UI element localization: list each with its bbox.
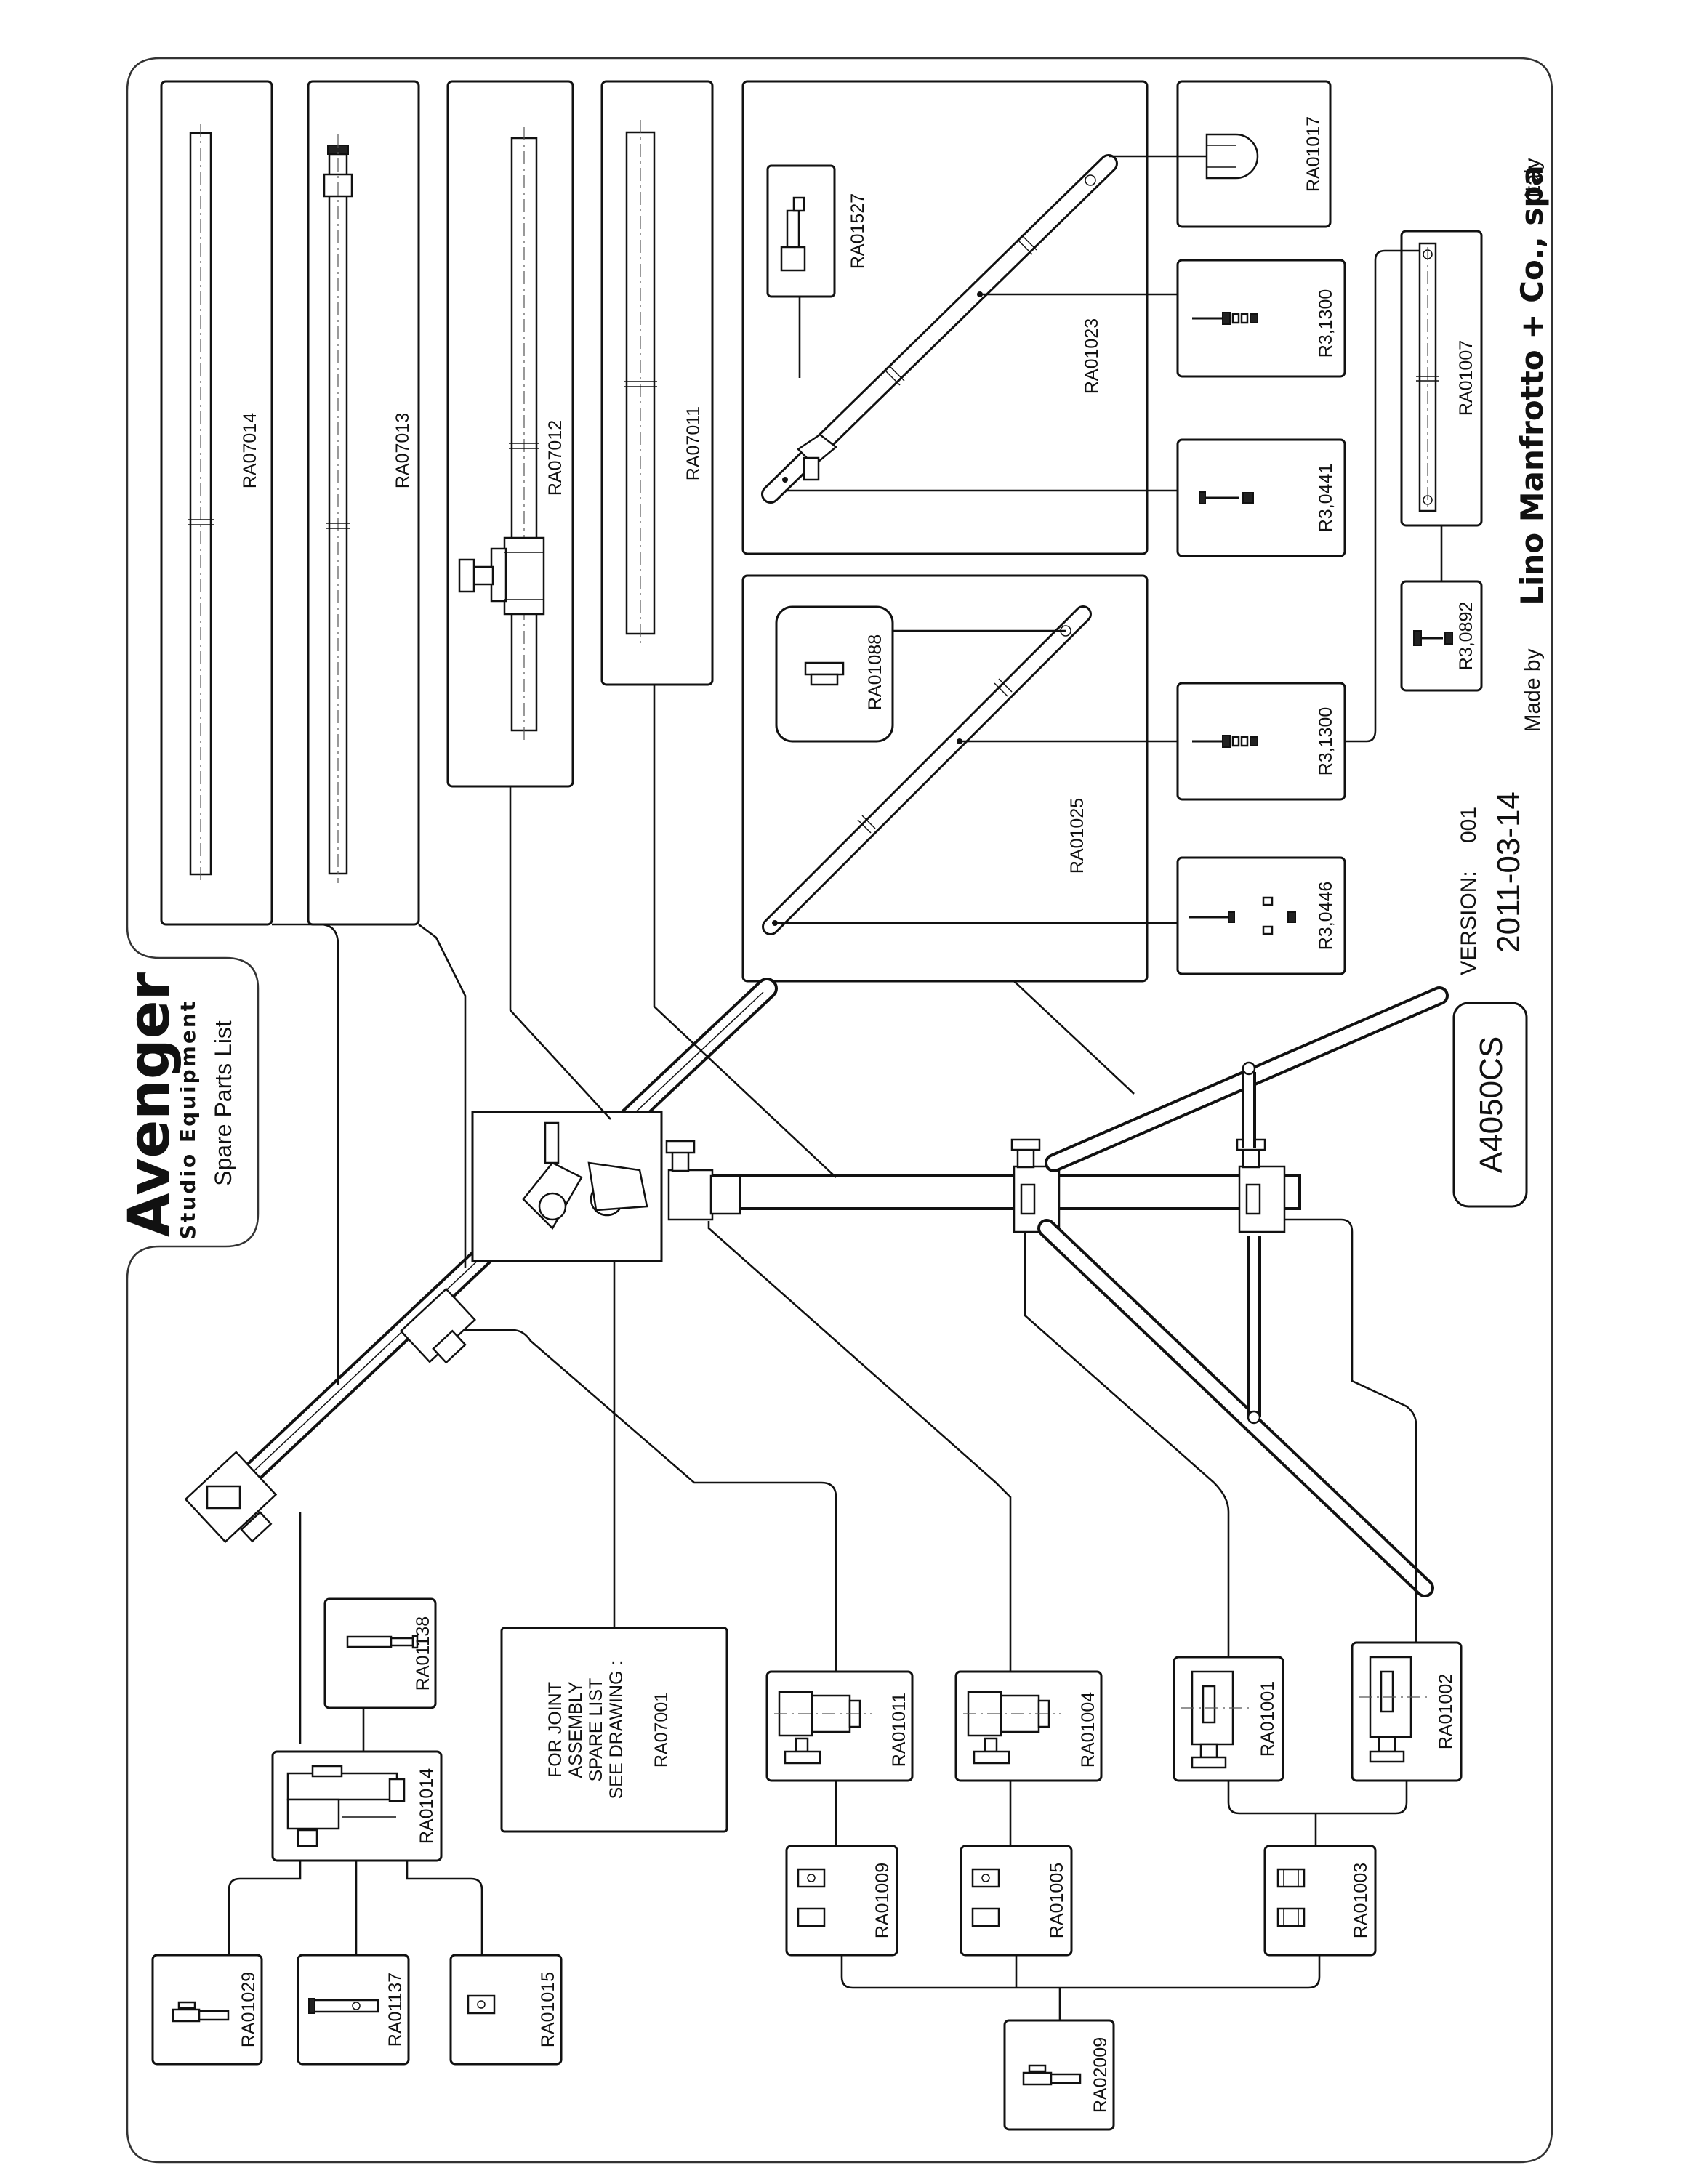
part-label-R3_0892: R3,0892	[1456, 602, 1476, 671]
part-label-RA01527: RA01527	[848, 193, 868, 269]
part-label-RA01138: RA01138	[413, 1616, 433, 1691]
part-label-RA01011: RA01011	[889, 1693, 909, 1767]
model-number: A4050CS	[1473, 1036, 1509, 1173]
part-box-RA01001[interactable]: RA01001	[1173, 1656, 1284, 1782]
part-label-RA01015: RA01015	[538, 1972, 558, 2047]
version-date: 2011-03-14	[1491, 791, 1527, 953]
note-line-2: ASSEMBLY	[566, 1681, 586, 1778]
part-box-R3_0441[interactable]: R3,0441	[1176, 438, 1346, 557]
part-box-RA07014[interactable]: RA07014	[160, 80, 273, 926]
leader-lines-top	[775, 155, 1443, 924]
sub-box-RA01527[interactable]: RA01527	[766, 164, 868, 298]
note-line-1: FOR JOINT	[545, 1682, 566, 1778]
part-label-R3_1300-top: R3,1300	[1316, 289, 1336, 358]
part-label-RA01009: RA01009	[872, 1863, 893, 1938]
version-label: VERSION:	[1457, 871, 1481, 975]
part-box-RA01007[interactable]: RA01007	[1400, 230, 1483, 527]
part-box-RA07013[interactable]: RA07013	[307, 80, 420, 926]
leader-lines-RA01014	[228, 1861, 483, 1955]
note-line-4: SEE DRAWING :	[606, 1661, 627, 1800]
brand-name: Avenger	[117, 972, 182, 1237]
part-label-R3_1300-bottom: R3,1300	[1316, 707, 1336, 776]
model-badge: A4050CS	[1452, 1002, 1528, 1208]
part-box-R3_1300-bottom[interactable]: R3,1300	[1176, 682, 1346, 801]
part-label-RA07013: RA07013	[393, 413, 413, 488]
part-box-RA01029[interactable]: RA01029	[151, 1954, 263, 2066]
part-box-RA01023[interactable]: RA01527 RA01023	[741, 80, 1149, 555]
part-box-R3_0446[interactable]: R3,0446	[1176, 856, 1346, 975]
part-box-RA01025[interactable]: RA01088 RA01025	[741, 574, 1149, 983]
part-label-RA01137: RA01137	[385, 1973, 406, 2047]
part-label-RA01001: RA01001	[1258, 1681, 1278, 1757]
main-assembly	[184, 978, 1449, 1597]
manufacturer-block: Made by Lino Manfrotto + Co., spa Italy	[1514, 158, 1550, 732]
part-box-RA07011[interactable]: RA07011	[600, 80, 714, 686]
part-label-RA01007: RA01007	[1456, 340, 1476, 416]
note-line-3: SPARE LIST	[586, 1678, 606, 1782]
part-box-RA01004[interactable]: RA01004	[954, 1670, 1103, 1782]
part-label-R3_0441: R3,0441	[1316, 464, 1336, 533]
part-box-R3_0892[interactable]: R3,0892	[1400, 580, 1483, 692]
note-box: FOR JOINT ASSEMBLY SPARE LIST SEE DRAWIN…	[500, 1627, 728, 1833]
part-label-RA01002: RA01002	[1436, 1674, 1456, 1749]
part-box-RA01138[interactable]: RA01138	[323, 1597, 437, 1709]
part-label-RA07014: RA07014	[240, 413, 260, 488]
part-label-RA01005: RA01005	[1047, 1863, 1067, 1938]
part-label-RA01003: RA01003	[1351, 1863, 1371, 1938]
part-box-RA01011[interactable]: RA01011	[765, 1670, 914, 1782]
leader-lines-main	[272, 685, 1417, 1744]
part-label-R3_0446: R3,0446	[1316, 882, 1336, 951]
sheet-frame	[126, 57, 1553, 2164]
part-box-R3_1300-top[interactable]: R3,1300	[1176, 259, 1346, 378]
part-label-RA01014: RA01014	[417, 1768, 437, 1844]
part-label-RA01004: RA01004	[1078, 1692, 1098, 1768]
note-line-5: RA07001	[651, 1692, 672, 1768]
part-label-RA01088: RA01088	[865, 634, 885, 710]
part-label-RA01023: RA01023	[1082, 318, 1102, 394]
part-box-RA01015[interactable]: RA01015	[449, 1954, 563, 2066]
part-label-RA01025: RA01025	[1067, 798, 1087, 874]
version-block: VERSION: 001 2011-03-14	[1457, 791, 1527, 975]
part-box-RA01137[interactable]: RA01137	[297, 1954, 410, 2066]
made-by-label: Made by	[1521, 648, 1545, 732]
leader-lines-RA01003	[1227, 1781, 1408, 1846]
part-box-RA01014[interactable]: RA01014	[271, 1750, 443, 1862]
part-label-RA07012: RA07012	[545, 420, 566, 496]
sub-box-RA01088[interactable]: RA01088	[775, 605, 894, 743]
part-box-RA01003[interactable]: RA01003	[1263, 1845, 1377, 1957]
part-box-RA01002[interactable]: RA01002	[1351, 1641, 1463, 1782]
part-box-RA07012[interactable]: RA07012	[446, 80, 574, 788]
leader-lines-RA02009	[840, 1955, 1321, 2020]
part-label-RA02009: RA02009	[1090, 2037, 1111, 2113]
doc-title: Spare Parts List	[210, 1020, 236, 1186]
part-box-RA01005[interactable]: RA01005	[960, 1845, 1073, 1957]
version-number: 001	[1457, 807, 1481, 843]
brand-block: Avenger Studio Equipment Spare Parts Lis…	[117, 972, 236, 1239]
part-box-RA02009[interactable]: RA02009	[1003, 2019, 1115, 2131]
country: Italy	[1521, 158, 1545, 198]
manufacturer-name: Lino Manfrotto + Co., spa	[1514, 165, 1550, 605]
part-box-RA01017[interactable]: RA01017	[1176, 80, 1332, 228]
part-label-RA07011: RA07011	[683, 406, 704, 480]
part-label-RA01017: RA01017	[1303, 116, 1324, 192]
brand-subname: Studio Equipment	[176, 999, 200, 1239]
part-label-RA01029: RA01029	[238, 1972, 259, 2047]
part-box-RA01009[interactable]: RA01009	[785, 1845, 898, 1957]
